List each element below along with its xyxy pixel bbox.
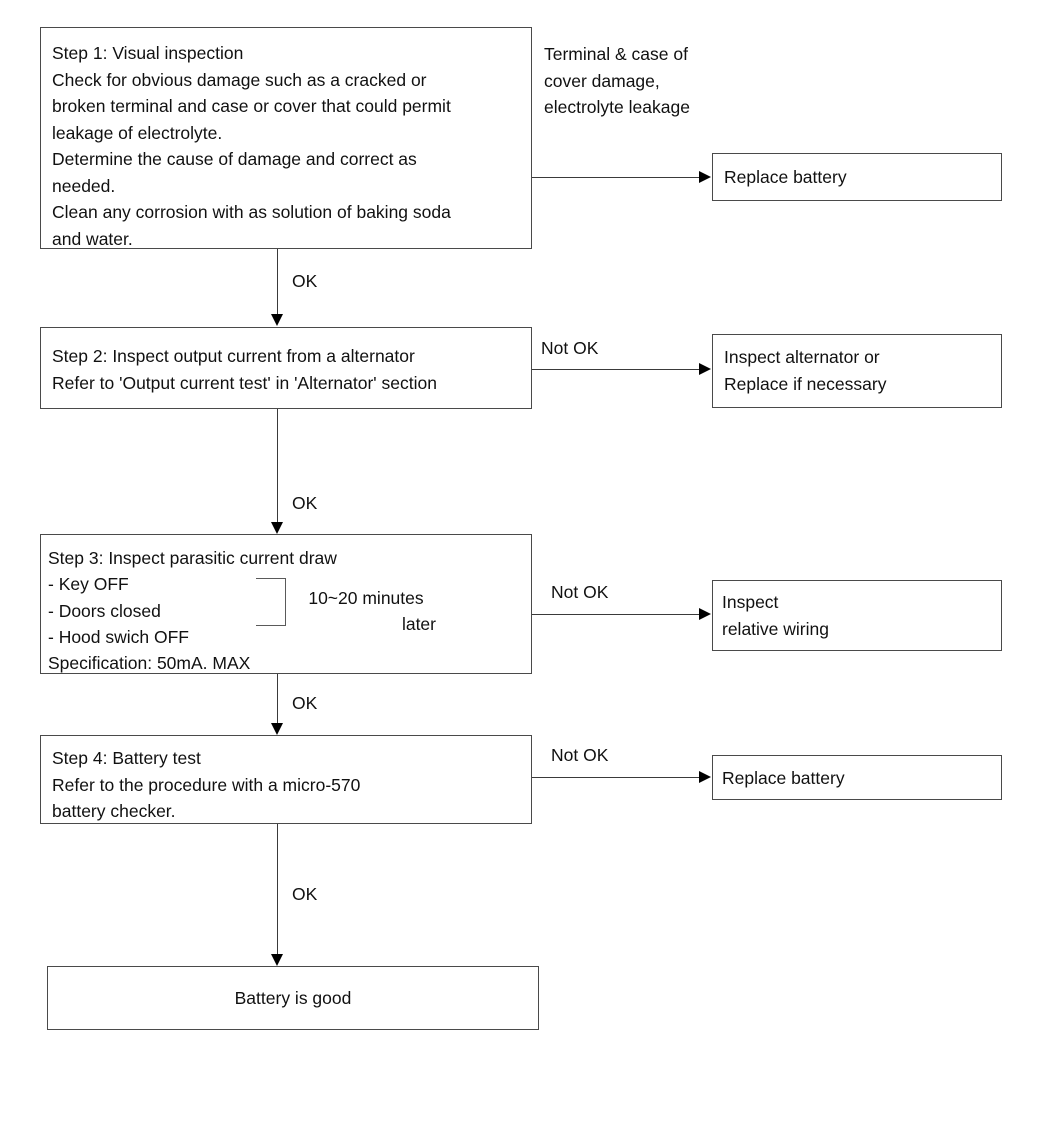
edge-step3-to-step4-arrowhead: [270, 723, 283, 735]
node-step-3[interactable]: [40, 534, 532, 674]
edge-step4-to-replace-battery: [532, 777, 699, 778]
edge-label-not-ok-4: Not OK: [551, 745, 609, 765]
node-replace-battery-2[interactable]: [712, 755, 1002, 800]
node-step-2-text: Step 2: Inspect output current from a al…: [52, 346, 437, 393]
edge-step1-to-replace-battery: [532, 177, 699, 178]
edge-step1-to-replace-battery-arrowhead: [699, 170, 711, 183]
edge-step2-to-inspect-alternator: [532, 369, 699, 370]
node-step-3-specification: Specification: 50mA. MAX: [48, 653, 251, 673]
edge-label-ok-3: OK: [292, 693, 318, 713]
edge-step2-to-inspect-alternator-arrowhead: [699, 362, 711, 375]
node-battery-is-good[interactable]: [47, 966, 539, 1030]
node-step-4-text: Step 4: Battery test Refer to the proced…: [52, 748, 361, 821]
edge-step4-to-result: [277, 824, 278, 954]
node-replace-battery-1-text: Replace battery: [724, 167, 847, 187]
edge-label-not-ok-2: Not OK: [541, 338, 599, 358]
edge-step2-to-step3-arrowhead: [270, 522, 283, 534]
step-3-timer-note-line-2: later: [401, 614, 436, 634]
edge-step2-to-step3: [277, 409, 278, 522]
step-1-fault-note: Terminal & case of cover damage, electro…: [544, 44, 690, 117]
step-3-timer-note-line-1: 10~20 minutes: [308, 588, 424, 608]
edge-label-ok-2: OK: [292, 493, 318, 513]
node-step-3-bullets: - Key OFF - Doors closed - Hood swich OF…: [48, 574, 189, 647]
edge-step3-to-step4: [277, 674, 278, 723]
node-step-1[interactable]: [40, 27, 532, 249]
edge-step1-to-step2: [277, 249, 278, 314]
node-step-3-heading: Step 3: Inspect parasitic current draw: [48, 548, 337, 568]
edge-step3-to-inspect-wiring-arrowhead: [699, 607, 711, 620]
edge-step3-to-inspect-wiring: [532, 614, 699, 615]
node-step-4[interactable]: [40, 735, 532, 824]
edge-step4-to-result-arrowhead: [270, 954, 283, 966]
edge-step4-to-replace-battery-arrowhead: [699, 770, 711, 783]
node-step-2[interactable]: [40, 327, 532, 409]
node-inspect-relative-wiring[interactable]: [712, 580, 1002, 651]
node-inspect-alternator[interactable]: [712, 334, 1002, 408]
edge-step1-to-step2-arrowhead: [270, 314, 283, 326]
edge-label-ok-4: OK: [292, 884, 318, 904]
node-replace-battery-2-text: Replace battery: [722, 768, 845, 788]
node-battery-is-good-text: Battery is good: [234, 988, 352, 1008]
edge-label-not-ok-3: Not OK: [551, 582, 609, 602]
step-3-grouping-bracket: [256, 578, 286, 626]
node-inspect-relative-wiring-text: Inspect relative wiring: [722, 592, 829, 639]
node-replace-battery-1[interactable]: [712, 153, 1002, 201]
node-inspect-alternator-text: Inspect alternator or Replace if necessa…: [724, 347, 887, 394]
node-step-1-text: Step 1: Visual inspection Check for obvi…: [52, 43, 451, 249]
edge-label-ok-1: OK: [292, 271, 318, 291]
